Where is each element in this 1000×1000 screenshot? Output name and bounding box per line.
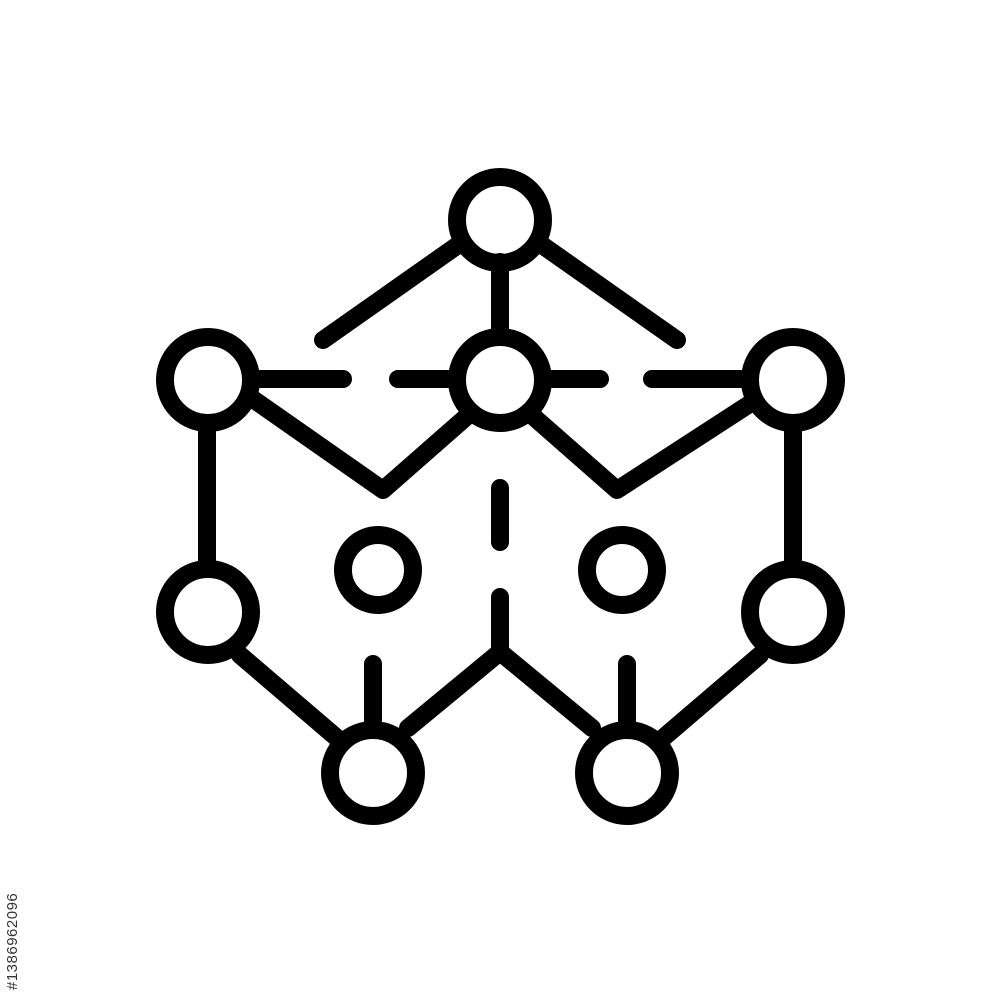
atom-node: [575, 721, 679, 825]
atom-node-small: [334, 526, 422, 614]
atom-node: [156, 328, 260, 432]
bond-line: [314, 236, 467, 349]
atom-node: [448, 328, 552, 432]
atom-node: [741, 328, 845, 432]
atom-node: [741, 560, 845, 664]
bond-line: [654, 646, 769, 747]
atom-node: [156, 560, 260, 664]
bond-line: [399, 643, 601, 737]
bond-line: [526, 396, 757, 499]
atom-node: [448, 168, 552, 272]
stock-image-id: #1386962096: [4, 892, 21, 990]
bond-line: [533, 236, 686, 349]
atom-node: [321, 721, 425, 825]
bond-line: [231, 646, 346, 747]
atom-node-small: [578, 526, 666, 614]
bond-line: [241, 388, 474, 499]
